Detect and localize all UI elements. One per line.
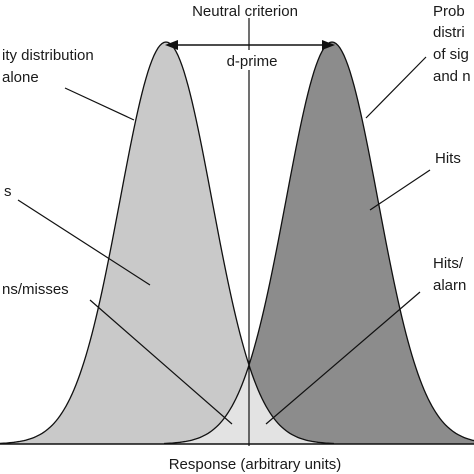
overlap-region [0,368,474,444]
noise-label-line-1: ity distribution [2,47,94,64]
noise-curve-outline [0,41,335,445]
signal-label-line-2: distri [433,24,465,41]
leader-signal [365,56,427,119]
signal-label-line-4: and n [433,68,471,85]
leader-noise [64,87,135,121]
leader-lines [17,56,431,425]
left-label-1: s [4,183,12,200]
signal-label-line-3: of sig [433,46,469,63]
dprime-arrowhead-left [165,40,178,50]
neutral-criterion-label: Neutral criterion [192,3,298,20]
signal-distribution [0,42,474,444]
dprime-label: d-prime [227,53,278,70]
left-label-2: ns/misses [2,281,69,298]
right-label-2-line-2: alarn [433,277,466,294]
signal-label-line-1: Prob [433,3,465,20]
x-axis-label: Response (arbitrary units) [169,456,342,473]
noise-distribution [0,42,474,444]
right-label-1: Hits [435,150,461,167]
leader-left-2 [89,299,233,425]
leader-left-1 [17,199,151,286]
leader-right-1 [369,169,431,211]
leader-right-2 [265,291,421,425]
dprime-label-bg [214,50,290,70]
dprime-arrowhead-right [322,40,335,50]
signal-curve-outline [163,41,474,445]
noise-label-line-2: alone [2,69,39,86]
right-label-2-line-1: Hits/ [433,255,464,272]
